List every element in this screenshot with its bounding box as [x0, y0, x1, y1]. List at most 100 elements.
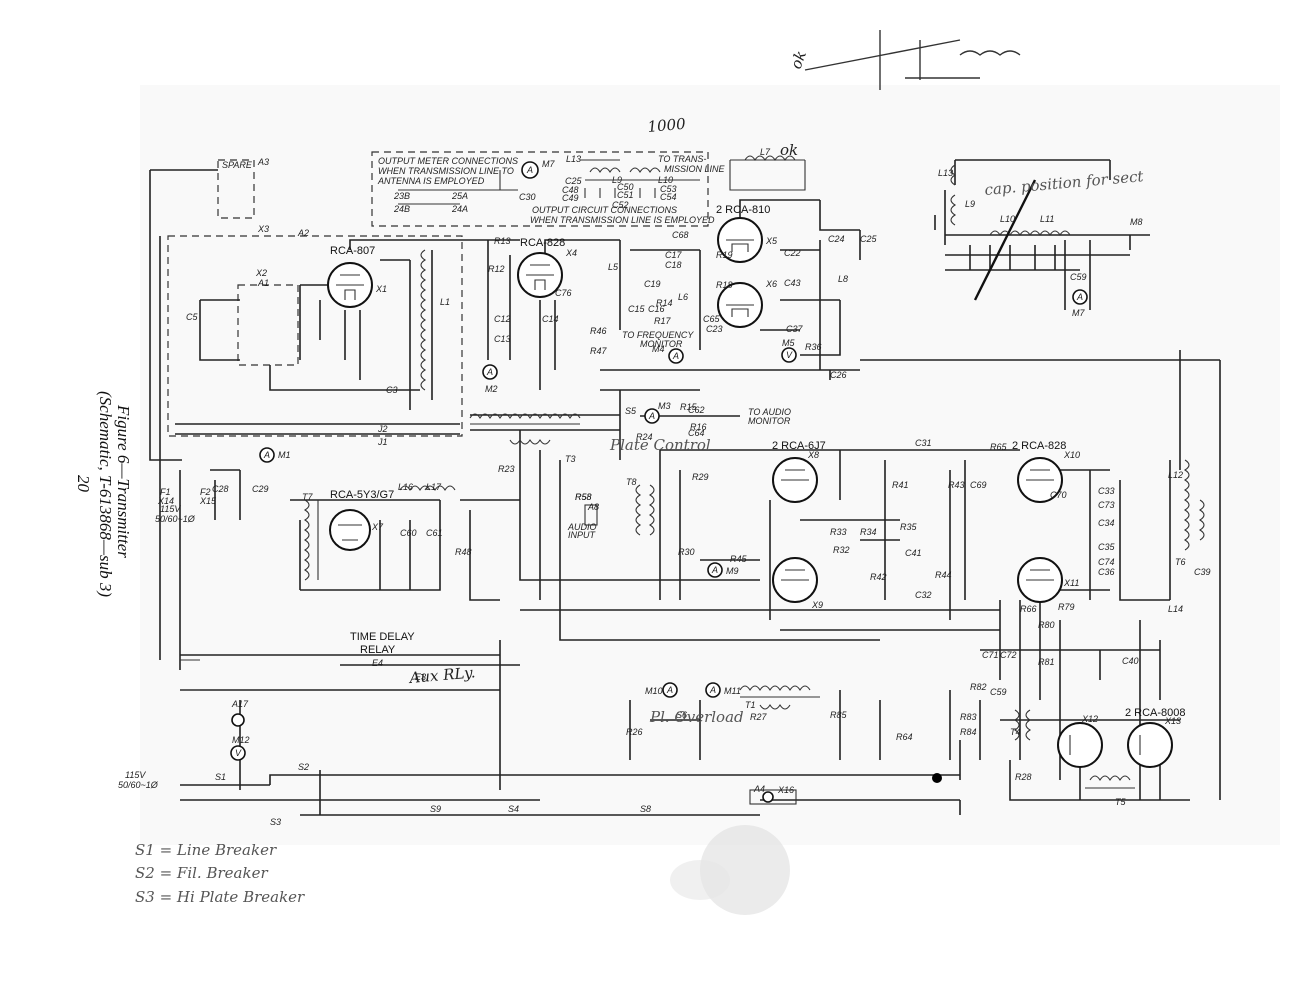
audio-input-jack — [584, 504, 598, 526]
resistor-label: R64 — [896, 732, 913, 742]
transformer-t6: T6 — [1175, 499, 1205, 567]
meter-m4: AM4 — [652, 344, 684, 364]
capacitor-label: C18 — [665, 260, 682, 270]
meter-id: M5 — [782, 338, 795, 348]
resistor-label: R46 — [590, 326, 607, 336]
tube-id: X1 — [375, 284, 387, 294]
resistor-label: R47 — [590, 346, 608, 356]
part-label: C52 — [612, 200, 629, 210]
capacitor-label: C69 — [970, 480, 987, 490]
to-line-label: TO TRANS- — [658, 154, 706, 164]
capacitor-label: C35 — [1098, 542, 1116, 552]
part-label: L17 — [426, 482, 442, 492]
audio-input-label: AUDIO — [567, 522, 597, 532]
capacitor-label: C41 — [905, 548, 922, 558]
handwritten-note: Plate Control — [609, 436, 711, 454]
resistor-label: R43 — [948, 480, 965, 490]
part-label: X2 — [255, 268, 267, 278]
capacitor-label: C74 — [1098, 557, 1115, 567]
handwritten-scribble: ok — [787, 48, 810, 71]
transformer-t5: T5 — [1085, 775, 1135, 807]
part-label: C53 — [660, 184, 677, 194]
resistor-label: R42 — [870, 572, 887, 582]
to-line-label: MISSION LINE — [664, 164, 726, 174]
resistor-label: R27 — [750, 712, 768, 722]
inductor-label: L5 — [608, 262, 619, 272]
switch-s5: S5 — [625, 406, 637, 416]
meter-a17: A17 — [231, 699, 249, 727]
transformer-t8: T8 — [626, 477, 655, 536]
resistor-label: R18 — [716, 280, 733, 290]
meter-symbol: A — [666, 685, 673, 695]
switch-s2: S2 — [298, 762, 309, 772]
capacitor-label: C70 — [1050, 490, 1067, 500]
meter-id: M11 — [724, 686, 741, 696]
resistor-label: R14 — [656, 298, 673, 308]
output-network — [934, 159, 1150, 310]
part-label: A8 — [587, 502, 599, 512]
capacitor-label: C33 — [1098, 486, 1115, 496]
terminal-label: 23B — [393, 191, 410, 201]
meter-symbol: A — [672, 351, 679, 361]
tube-id: X12 — [1081, 714, 1098, 724]
inductor-label: L14 — [1168, 604, 1183, 614]
handwritten-legend-line: S3 = Hi Plate Breaker — [135, 888, 305, 906]
transformer-t3: T3 — [469, 413, 581, 464]
transformer-t4: T4 — [1010, 709, 1032, 741]
tube-type: RCA-828 — [520, 237, 565, 249]
part-label: L13 — [566, 154, 581, 164]
resistor-label: R13 — [494, 236, 511, 246]
resistor-label: R15 — [680, 402, 698, 412]
print-area — [140, 85, 1280, 845]
resistor-label: R23 — [498, 464, 515, 474]
circuit-note-line: WHEN TRANSMISSION LINE IS EMPLOYED — [530, 215, 715, 225]
tube-id: X6 — [765, 279, 777, 289]
resistor-label: R32 — [833, 545, 850, 555]
capacitor-label: C73 — [1098, 500, 1115, 510]
resistor-label: R36 — [805, 342, 822, 352]
meter-id: A17 — [231, 699, 249, 709]
coil-l1 — [420, 249, 427, 391]
capacitor-label: C65 — [703, 314, 721, 324]
part-label: T5 — [1115, 797, 1126, 807]
time-delay-label: TIME DELAY — [350, 631, 415, 643]
resistor-label: R28 — [1015, 772, 1032, 782]
meter-id: M2 — [485, 384, 498, 394]
audio-monitor-label: MONITOR — [748, 416, 791, 426]
tube-id: X9 — [811, 600, 823, 610]
tube-id: X10 — [1063, 450, 1080, 460]
switch-s9: S9 — [430, 804, 441, 814]
resistor-label: R66 — [1020, 604, 1037, 614]
part-label: A1 — [257, 278, 269, 288]
switch-s8: S8 — [640, 804, 651, 814]
capacitor-label: C5 — [186, 312, 198, 322]
spare-label: SPARE — [222, 160, 253, 170]
meter-symbol: V — [235, 748, 242, 758]
fuse-label: F2 — [200, 487, 211, 497]
part-label: L12 — [1168, 470, 1183, 480]
part-label: L9 — [965, 199, 975, 209]
terminal-label: 24B — [393, 204, 410, 214]
resistor-label: R35 — [900, 522, 918, 532]
wiring — [149, 169, 1221, 816]
meter-symbol: A — [711, 565, 718, 575]
capacitor-label: C16 — [648, 304, 665, 314]
capacitor-label: C60 — [400, 528, 417, 538]
audio-monitor-label: TO AUDIO — [748, 407, 791, 417]
handwritten-legend-line: S1 = Line Breaker — [135, 841, 277, 859]
capacitor-label: C43 — [784, 278, 801, 288]
part-label: X3 — [257, 224, 269, 234]
capacitor-label: C22 — [784, 248, 801, 258]
part-label: A4 — [753, 784, 765, 794]
part-label: T4 — [1010, 727, 1021, 737]
tube-id: X8 — [807, 450, 819, 460]
resistor-label: R30 — [678, 547, 695, 557]
resistor-label: R16 — [690, 422, 707, 432]
resistor-label: R82 — [970, 682, 987, 692]
